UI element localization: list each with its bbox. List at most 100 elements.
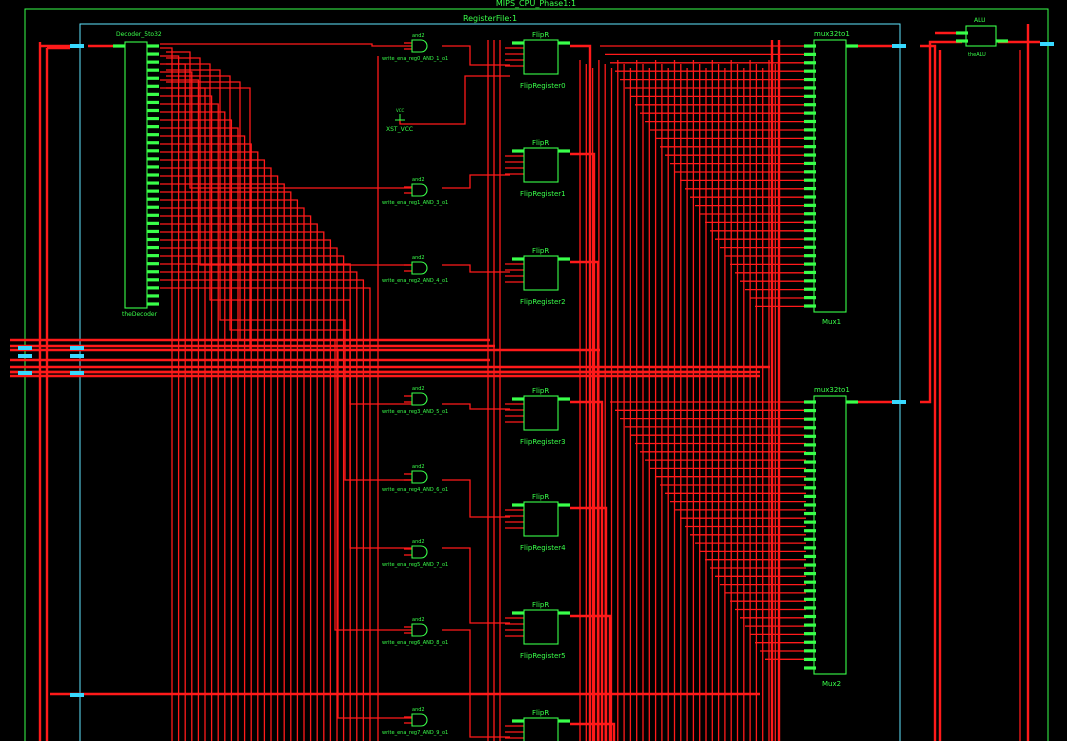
and-gate	[411, 39, 428, 53]
flipflop-block	[523, 501, 559, 537]
wire	[166, 57, 412, 266]
register-output-bus	[570, 400, 604, 741]
mux-input-pin	[804, 520, 816, 524]
flipflop-block	[523, 717, 559, 741]
and-gate-type: and2	[412, 177, 425, 183]
and-gate-type: and2	[412, 617, 425, 623]
and-gate	[411, 623, 428, 637]
flipflop-block	[523, 147, 559, 183]
register-output-bus	[570, 152, 596, 741]
decoder-output-pin	[147, 262, 159, 266]
and-gate-type: and2	[412, 464, 425, 470]
mux-input-pin	[804, 270, 816, 275]
mux-input-pin	[804, 203, 816, 207]
mux-input-pin	[804, 597, 816, 601]
mux-input-pin	[804, 186, 816, 191]
wire	[442, 629, 510, 738]
flipflop-output-pin	[558, 41, 570, 45]
mux-input-pin	[804, 460, 816, 464]
and-gate	[411, 392, 428, 406]
mux-input-pin	[804, 161, 816, 166]
io-port	[1040, 42, 1054, 46]
decoder-output-wire	[160, 271, 358, 741]
decoder-output-pin	[147, 286, 159, 290]
mux-input-pin	[804, 554, 816, 559]
wire	[160, 43, 412, 47]
mux-input-pin	[804, 469, 816, 473]
mux-input-pin	[804, 537, 816, 541]
wire	[442, 479, 510, 518]
decoder-output-wire	[160, 183, 285, 741]
alu-name: theALU	[968, 52, 986, 58]
label-layer: Decoder_5to32 theDecoder and2 write_ena_reg…	[116, 17, 986, 736]
wire	[442, 403, 510, 410]
decoder-output-pin	[147, 133, 159, 137]
decoder-output-pin	[147, 44, 159, 48]
vcc-symbol	[395, 114, 405, 121]
and-gate-name: write_ena_reg7_AND_9_o1	[382, 730, 448, 736]
mux-output-pin	[846, 44, 858, 48]
decoder-output-wire	[160, 71, 193, 741]
mux-input-pin	[804, 228, 816, 233]
vcc-type: VCC	[396, 108, 405, 113]
wire	[442, 174, 510, 189]
alu-output-pin	[996, 39, 1008, 43]
and-gate-name: write_ena_reg3_AND_5_o1	[382, 409, 448, 415]
decoder-output-pin	[147, 157, 159, 161]
flipflop-input-pin	[512, 149, 524, 153]
mux-input-pin	[804, 145, 816, 149]
mux-input-pin	[804, 287, 816, 291]
mux-input-pin	[804, 580, 816, 584]
mux-input-pin	[804, 426, 816, 430]
mux-input-pin	[804, 503, 816, 507]
mux-input-pin	[804, 44, 816, 48]
and-gate	[411, 545, 428, 559]
mux2-output	[920, 40, 962, 404]
io-port	[70, 371, 84, 375]
mux-input-pin	[804, 136, 816, 140]
decoder-output-wire	[160, 255, 345, 741]
mux-input-pin	[804, 434, 816, 438]
mux-input-pin	[804, 237, 816, 241]
decoder-output-pin	[147, 92, 159, 96]
decoder-output-pin	[147, 141, 159, 145]
decoder-output-pin	[147, 76, 159, 80]
flipflop-block	[523, 395, 559, 431]
mux-input-pin	[804, 254, 816, 258]
decoder-name: theDecoder	[122, 311, 158, 318]
decoder-output-pin	[147, 213, 159, 217]
mux-input-pin	[804, 511, 816, 516]
flipflop-output-pin	[558, 503, 570, 507]
register-output-bus	[570, 506, 608, 741]
decoder-type: Decoder_5to32	[116, 31, 162, 38]
decoder-output-wire	[160, 191, 292, 741]
flipflop-name: FlipRegister2	[520, 298, 566, 306]
flipflop-output-pin	[558, 719, 570, 723]
decoder-output-pin	[147, 205, 159, 209]
mux-input-pin	[804, 262, 816, 266]
decoder-output-pin	[147, 294, 159, 298]
registerfile-title: RegisterFile:1	[463, 14, 517, 23]
flipflop-output-pin	[558, 397, 570, 401]
mux-input-pin	[804, 400, 816, 404]
flipflop-input-pin	[512, 719, 524, 723]
flipflop-block	[523, 255, 559, 291]
decoder-output-wire	[160, 159, 266, 741]
and-gate-type: and2	[412, 33, 425, 39]
mux-input-pin	[804, 417, 816, 421]
wire	[166, 63, 412, 405]
flipflop-type: FlipR	[532, 139, 549, 147]
mux-name: Mux1	[822, 318, 841, 326]
and-gate	[411, 470, 428, 484]
mux-input-pin	[804, 220, 816, 224]
mux-input-pin	[804, 614, 816, 619]
mux-input-pin	[804, 606, 816, 610]
register-output-bus	[570, 722, 616, 741]
decoder-output-wire	[160, 95, 213, 741]
mux-block	[813, 39, 847, 313]
decoder-output-pin	[147, 278, 159, 282]
and-gate	[411, 261, 428, 275]
decoder-output-pin	[147, 108, 159, 113]
mux-input-pin	[804, 304, 816, 308]
flipflop-type: FlipR	[532, 247, 549, 255]
